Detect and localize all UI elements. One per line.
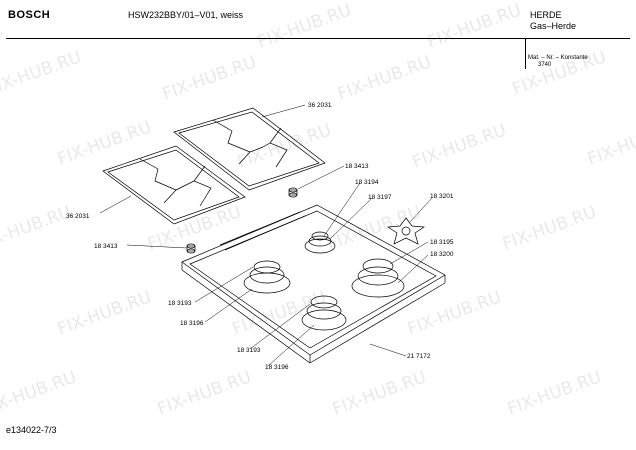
document-id: e134022-7/3 <box>6 425 57 435</box>
part-label-grate-left: 36 2031 <box>66 213 90 220</box>
watermark-text: FIX-HUB.RU <box>335 52 434 104</box>
part-label-cap-bottom: 18 3193 <box>237 347 261 354</box>
part-label-burner-bottom: 18 3196 <box>265 364 289 371</box>
watermark-text: FIX-HUB.RU <box>500 202 599 254</box>
watermark-text: FIX-HUB.RU <box>55 287 154 339</box>
watermark-text: FIX-HUB.RU <box>505 367 604 419</box>
burner-bottom <box>301 295 347 331</box>
part-label-knob-left: 18 3413 <box>94 243 118 250</box>
watermark-text: FIX-HUB.RU <box>0 367 79 419</box>
watermark-text: FIX-HUB.RU <box>585 117 636 169</box>
grate-left <box>102 145 246 225</box>
leader-lines <box>99 104 433 367</box>
part-label-grate-right: 36 2031 <box>308 102 332 109</box>
watermark-text: FIX-HUB.RU <box>0 202 74 254</box>
subcategory-label: Gas–Herde <box>530 21 577 31</box>
brand-logo: BOSCH <box>8 9 51 21</box>
watermark-text: FIX-HUB.RU <box>155 367 254 419</box>
watermark-text: FIX-HUB.RU <box>255 0 354 52</box>
part-label-burner-left: 18 3196 <box>180 320 204 327</box>
star-part <box>386 217 426 245</box>
part-label-knob-top: 18 3413 <box>345 163 369 170</box>
part-label-burner-small: 18 3197 <box>368 194 392 201</box>
mat-number-label: Mat. – Nr. – Konstante <box>528 55 588 61</box>
part-label-hob-frame: 21 7172 <box>407 353 431 360</box>
mat-number-value: 3740 <box>538 62 552 68</box>
part-labels: 36 2031 36 2031 18 3413 18 3413 18 3194 … <box>66 102 454 371</box>
watermark-text: FIX-HUB.RU <box>405 287 504 339</box>
watermark-text: FIX-HUB.RU <box>510 47 609 99</box>
burner-right <box>351 258 405 298</box>
part-label-cap-right: 18 3195 <box>430 239 454 246</box>
knob-top-part <box>288 187 298 198</box>
watermark-text: FIX-HUB.RU <box>0 47 84 99</box>
model-title: HSW232BBY/01–V01, weiss <box>128 10 244 20</box>
part-label-star: 18 3201 <box>430 193 454 200</box>
burner-small <box>304 231 336 254</box>
category-label: HERDE <box>530 10 562 20</box>
watermark-layer: FIX-HUB.RU FIX-HUB.RU FIX-HUB.RU FIX-HUB… <box>0 0 636 419</box>
grate-right <box>173 107 326 191</box>
watermark-text: FIX-HUB.RU <box>425 0 524 52</box>
watermark-text: FIX-HUB.RU <box>410 120 509 172</box>
watermark-text: FIX-HUB.RU <box>230 287 329 339</box>
knob-left-part <box>186 243 196 254</box>
part-label-burner-right: 18 3200 <box>430 251 454 258</box>
part-label-cap-left: 18 3193 <box>168 300 192 307</box>
mat-box-divider <box>525 39 526 69</box>
watermark-text: FIX-HUB.RU <box>160 52 259 104</box>
header-rule <box>6 38 630 39</box>
watermark-text: FIX-HUB.RU <box>330 367 429 419</box>
part-label-burner-cap-small: 18 3194 <box>355 179 379 186</box>
burner-left <box>243 260 291 294</box>
